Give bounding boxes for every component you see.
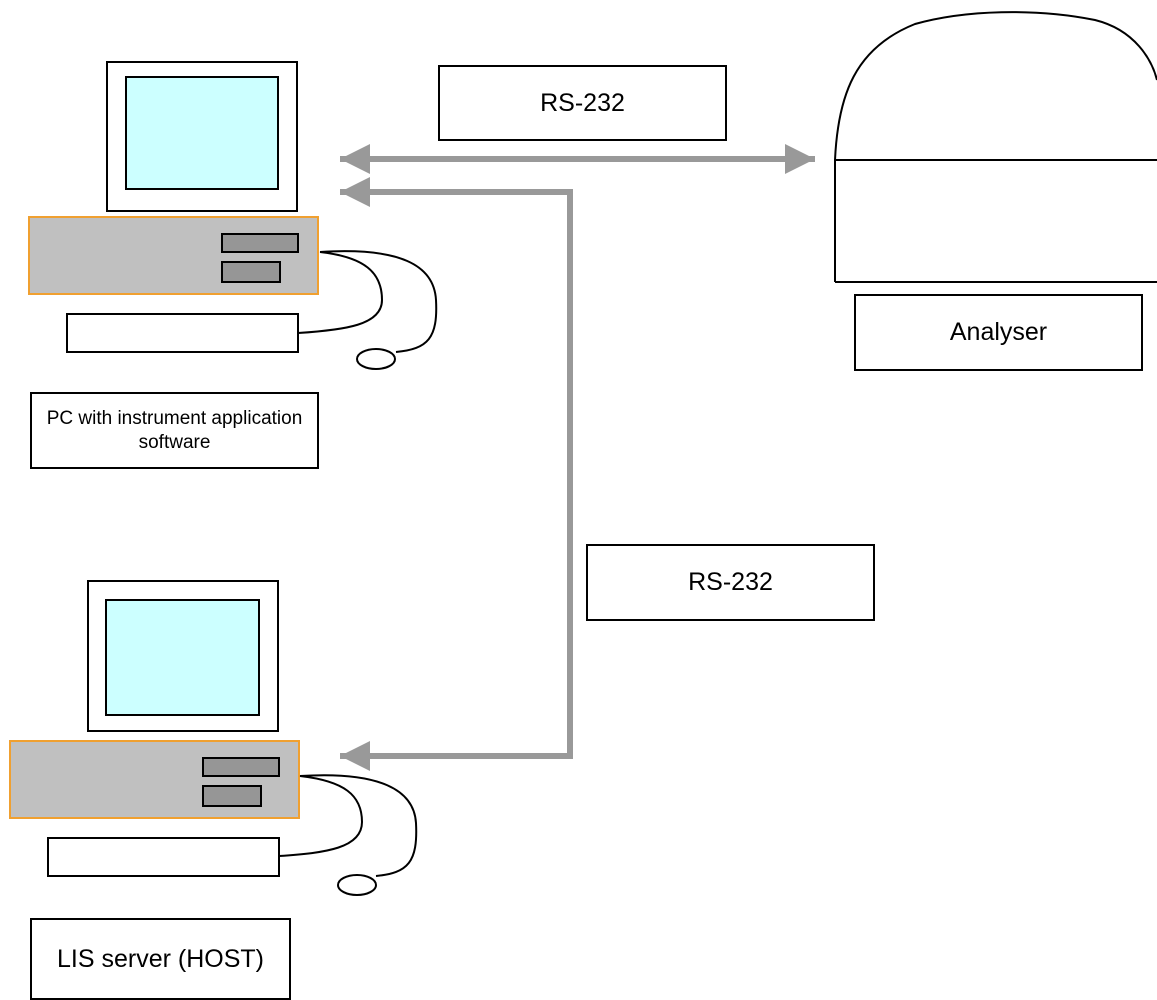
lis-server-label: LIS server (HOST)	[30, 918, 291, 1000]
lis-server-computer-icon	[9, 580, 418, 896]
lis-monitor-screen	[105, 599, 260, 716]
lis-mouse-cable	[299, 774, 418, 877]
lis-keyboard	[47, 837, 280, 877]
lis-drive-bay	[202, 785, 262, 807]
lis-mouse	[337, 874, 377, 896]
pc-mouse	[356, 348, 396, 370]
pc-label: PC with instrument application software	[30, 392, 319, 469]
analyser-dome	[834, 11, 1157, 161]
pc-mouse-cable	[319, 250, 438, 353]
pc-computer-icon	[28, 61, 438, 370]
pc-label-text: PC with instrument application software	[46, 407, 303, 453]
lis-server-label-text: LIS server (HOST)	[57, 944, 264, 973]
analyser-label-text: Analyser	[949, 318, 1048, 346]
pc-monitor-screen	[125, 76, 279, 190]
rs232-connection-pc-lis	[340, 177, 573, 771]
connection-label-lower-text: RS-232	[688, 568, 773, 596]
lis-keyboard-cable	[278, 775, 364, 857]
analyser-instrument-icon	[834, 11, 1157, 283]
lis-drive-bay	[202, 757, 280, 777]
connection-label-top: RS-232	[438, 65, 727, 141]
analyser-label: Analyser	[854, 294, 1143, 371]
connection-label-top-text: RS-232	[540, 88, 625, 117]
connection-label-lower: RS-232	[586, 544, 875, 621]
pc-drive-bay	[221, 261, 281, 283]
pc-keyboard	[66, 313, 299, 353]
pc-drive-bay	[221, 233, 299, 253]
